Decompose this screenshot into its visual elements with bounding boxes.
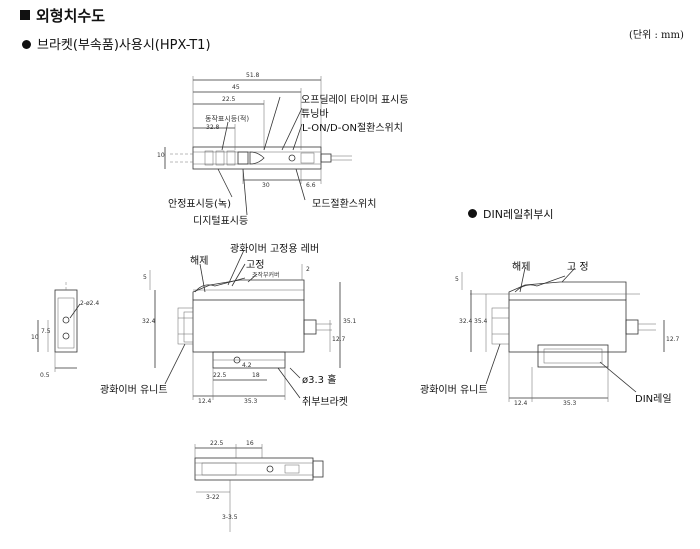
dim-top-22-5: 22.5 <box>222 96 236 103</box>
label-release: 해제 <box>190 256 209 267</box>
unit-note: (단위 : mm) <box>629 30 684 41</box>
dim-top-6-6: 6.6 <box>306 182 316 189</box>
dim-side-18: 18 <box>252 372 260 379</box>
label-operation-led: 동작표시등(적) <box>205 115 250 123</box>
dim-top-10: 10 <box>157 152 165 159</box>
dim-din-35-3: 35.3 <box>563 400 577 407</box>
dim-side-22-5: 22.5 <box>213 372 227 379</box>
dim-din-32-4: 32.4 <box>459 318 473 325</box>
dim-end-10: 10 <box>31 334 39 341</box>
dim-side-12-4: 12.4 <box>198 398 212 405</box>
label-off-delay-led: 오프딜레이 타이머 표시등 <box>301 95 409 106</box>
dim-din-12-4: 12.4 <box>514 400 528 407</box>
label-tuning-bar: 튜닝바 <box>301 109 329 120</box>
bottom-view-drawing <box>194 444 324 532</box>
dim-end-2-holes: 2-ø2.4 <box>80 300 100 307</box>
label-adjust-cover: 조작부커버 <box>252 272 280 279</box>
dim-end-0-5: 0.5 <box>40 372 50 379</box>
dim-bottom-3-3-5: 3-3.5 <box>222 514 238 521</box>
dim-side-2: 2 <box>306 266 310 273</box>
dim-bottom-16: 16 <box>246 440 254 447</box>
label-mode-switch: 모드절환스위치 <box>312 199 377 210</box>
din-label-fix: 고 정 <box>567 262 589 273</box>
square-bullet-icon <box>20 10 30 20</box>
label-mount-hole: ø3.3 홀 <box>302 375 337 386</box>
dim-top-45: 45 <box>232 84 240 91</box>
dim-bottom-22-5: 22.5 <box>210 440 224 447</box>
dim-side-4-2: 4.2 <box>242 362 252 369</box>
dim-side-5: 5 <box>143 274 147 281</box>
dim-end-7-5: 7.5 <box>41 328 51 335</box>
section-subtitle-text: 브라켓(부속품)사용시(HPX-T1) <box>37 38 211 53</box>
dim-side-35-1: 35.1 <box>343 318 357 325</box>
side-view-drawing <box>149 249 341 400</box>
top-view-drawing <box>164 76 352 216</box>
label-stable-led: 안정표시등(녹) <box>168 199 232 210</box>
label-fix: 고정 <box>246 260 265 271</box>
page-title: 외형치수도 <box>20 5 105 26</box>
din-label-fiber-unit: 광화이버 유니트 <box>420 385 488 396</box>
label-bracket: 취부브라켓 <box>302 397 348 408</box>
din-section-title-text: DIN레일취부시 <box>483 208 554 221</box>
page-title-text: 외형치수도 <box>36 7 106 25</box>
dim-din-12-7: 12.7 <box>666 336 680 343</box>
label-fiber-unit: 광화이버 유니트 <box>100 385 168 396</box>
dim-side-32-4: 32.4 <box>142 318 156 325</box>
dim-side-12-7: 12.7 <box>332 336 346 343</box>
dim-top-51-8: 51.8 <box>246 72 260 79</box>
dim-din-5: 5 <box>455 276 459 283</box>
din-view-drawing <box>461 267 665 402</box>
din-section-title: DIN레일취부시 <box>468 206 554 222</box>
din-label-rail: DIN레일 <box>635 394 672 405</box>
dim-top-30: 30 <box>262 182 270 189</box>
circle-bullet-icon <box>22 40 31 49</box>
dim-din-35-4: 35.4 <box>474 318 488 325</box>
din-label-release: 해제 <box>512 262 531 273</box>
label-lon-don-switch: L-ON/D-ON절환스위치 <box>302 123 403 134</box>
circle-bullet-icon <box>468 209 477 218</box>
section-subtitle: 브라켓(부속품)사용시(HPX-T1) <box>22 34 211 53</box>
label-fiber-lever: 광화이버 고정용 레버 <box>230 244 320 255</box>
dim-side-35-3: 35.3 <box>244 398 258 405</box>
dim-top-32-8: 32.8 <box>206 124 220 131</box>
end-view-drawing <box>37 282 81 372</box>
label-digital-led: 디지털표시등 <box>193 216 249 227</box>
dim-bottom-3-22: 3-22 <box>206 494 220 501</box>
